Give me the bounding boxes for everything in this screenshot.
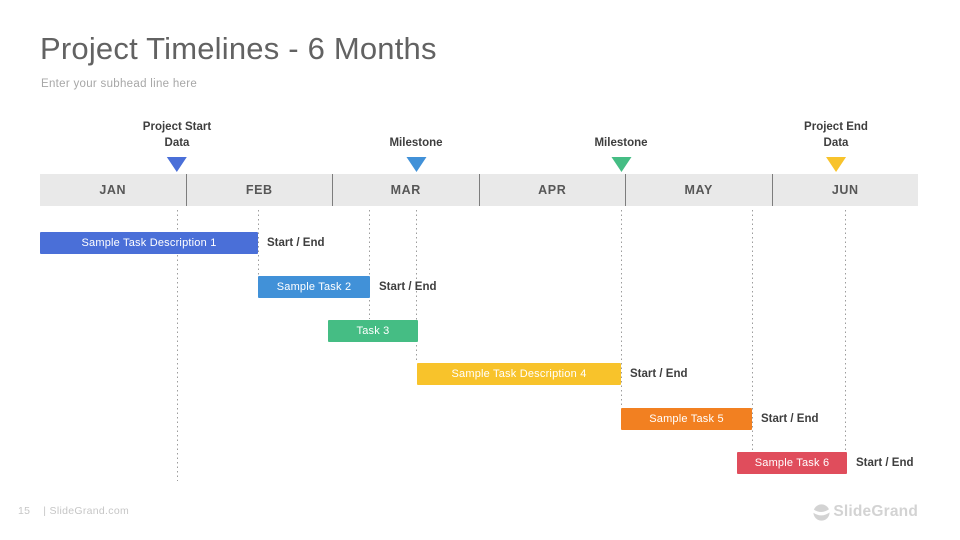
guide-line-3 [369, 210, 370, 319]
guide-line-6 [752, 210, 753, 451]
task-start-end-label: Start / End [761, 413, 819, 425]
task-start-end-label: Start / End [267, 237, 325, 249]
task-start-end-label: Start / End [379, 281, 437, 293]
task-bar-label: Sample Task 5 [649, 413, 724, 425]
task-start-end-label: Start / End [856, 457, 914, 469]
guide-line-5 [621, 210, 622, 407]
task-bar-label: Sample Task Description 4 [451, 368, 587, 380]
task-bar-1: Sample Task Description 1 [40, 232, 258, 254]
task-bar-4: Sample Task Description 4 [417, 363, 621, 385]
timeline-marker-2: Milestone [389, 112, 443, 172]
task-bar-5: Sample Task 5 [621, 408, 752, 430]
month-may: MAY [626, 174, 773, 206]
guide-line-7 [845, 210, 846, 451]
slide-subtitle: Enter your subhead line here [41, 78, 198, 90]
milestone-triangle-icon [826, 157, 846, 172]
month-mar: MAR [333, 174, 480, 206]
marker-label: Milestone [389, 137, 443, 149]
task-bar-6: Sample Task 6 [737, 452, 847, 474]
timeline-marker-3: Milestone [594, 112, 648, 172]
month-apr: APR [480, 174, 626, 206]
task-bar-label: Sample Task Description 1 [81, 237, 217, 249]
milestone-triangle-icon [166, 157, 187, 172]
footer: 15 | SlideGrand.com [18, 505, 129, 517]
task-bar-label: Task 3 [356, 325, 390, 337]
milestone-triangle-icon [405, 157, 426, 172]
marker-label: Milestone [594, 137, 648, 149]
guide-line-1 [177, 210, 178, 481]
guide-line-2 [258, 210, 259, 275]
task-bar-3: Task 3 [328, 320, 418, 342]
task-bar-2: Sample Task 2 [258, 276, 370, 298]
month-jan: JAN [40, 174, 187, 206]
page-number: 15 [18, 505, 31, 517]
milestone-triangle-icon [610, 157, 631, 172]
brand-logo-text: SlideGrand [833, 503, 918, 520]
brand-logo: SlideGrand [813, 503, 918, 521]
guide-line-4 [416, 210, 417, 362]
slide-title: Project Timelines - 6 Months [40, 31, 437, 66]
slidegrand-logo-icon [813, 503, 831, 521]
footer-site-text: | SlideGrand.com [43, 505, 130, 517]
month-feb: FEB [187, 174, 333, 206]
task-start-end-label: Start / End [630, 368, 688, 380]
task-bar-label: Sample Task 2 [276, 281, 352, 293]
task-bar-label: Sample Task 6 [754, 457, 830, 469]
month-jun: JUN [831, 183, 859, 197]
